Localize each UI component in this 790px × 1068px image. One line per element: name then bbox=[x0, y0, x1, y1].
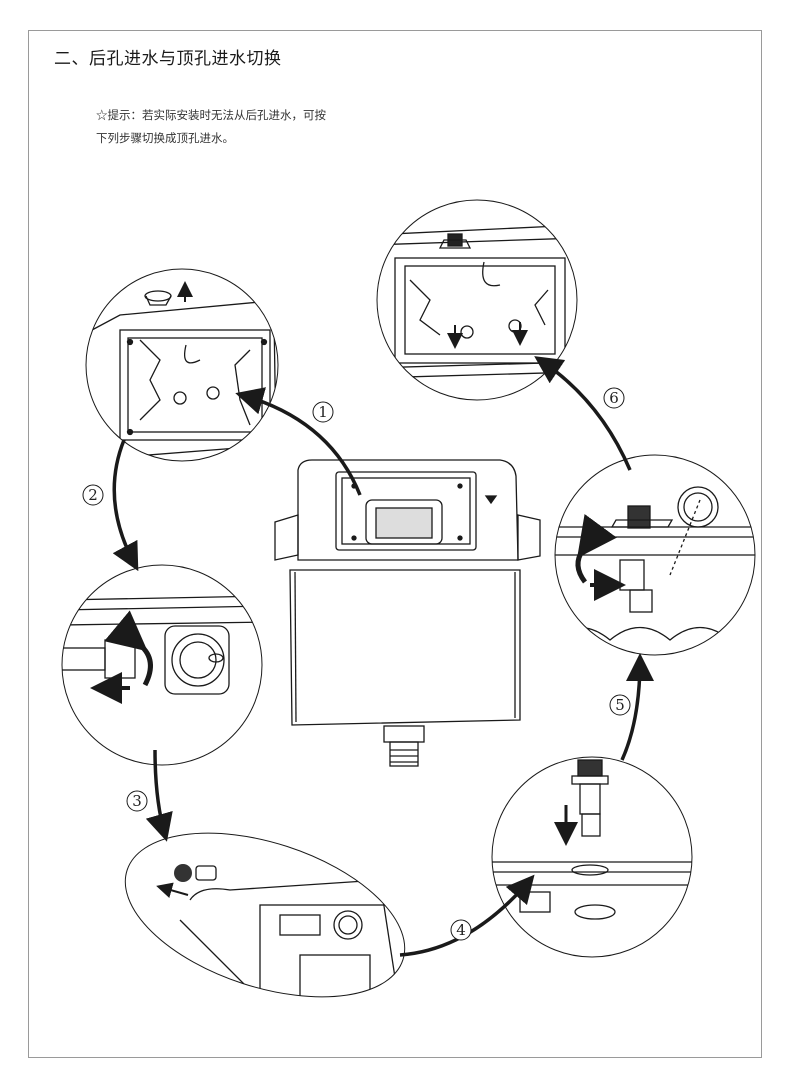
step-number-2: 2 bbox=[82, 484, 104, 506]
page-frame bbox=[28, 30, 762, 1058]
svg-text:1: 1 bbox=[318, 403, 328, 421]
svg-text:6: 6 bbox=[609, 389, 619, 407]
arrow-step-3 bbox=[145, 749, 173, 842]
step-number-1: 1 bbox=[312, 401, 334, 423]
arrow-step-5 bbox=[620, 653, 654, 761]
detail-step-2 bbox=[61, 564, 263, 766]
step-number-4: 4 bbox=[450, 919, 472, 941]
tip-line-1: ☆提示：若实际安装时无法从后孔进水，可按 bbox=[96, 108, 326, 122]
detail-step-6 bbox=[554, 454, 756, 656]
cistern-main bbox=[274, 459, 541, 767]
svg-text:3: 3 bbox=[132, 792, 142, 810]
step-number-5: 5 bbox=[609, 694, 631, 716]
step-arrows bbox=[112, 356, 654, 957]
tip-note: ☆提示：若实际安装时无法从后孔进水，可按 下列步骤切换成顶孔进水。 bbox=[96, 104, 356, 150]
tip-line-2: 下列步骤切换成顶孔进水。 bbox=[96, 131, 234, 145]
section-title: 二、后孔进水与顶孔进水切换 bbox=[54, 49, 282, 69]
svg-text:2: 2 bbox=[88, 486, 98, 504]
detail-step-1 bbox=[85, 268, 279, 462]
detail-step-3 bbox=[124, 832, 411, 1016]
detail-step-5 bbox=[491, 756, 693, 958]
svg-text:4: 4 bbox=[456, 921, 466, 939]
svg-text:5: 5 bbox=[615, 696, 625, 714]
arrow-step-6 bbox=[534, 356, 632, 471]
arrow-step-2 bbox=[112, 439, 139, 572]
detail-step-6-result bbox=[376, 199, 578, 401]
arrow-step-1 bbox=[235, 387, 362, 496]
rotate-arrow-icon bbox=[104, 610, 153, 687]
step-number-6: 6 bbox=[603, 387, 625, 409]
step-number-3: 3 bbox=[126, 790, 148, 812]
